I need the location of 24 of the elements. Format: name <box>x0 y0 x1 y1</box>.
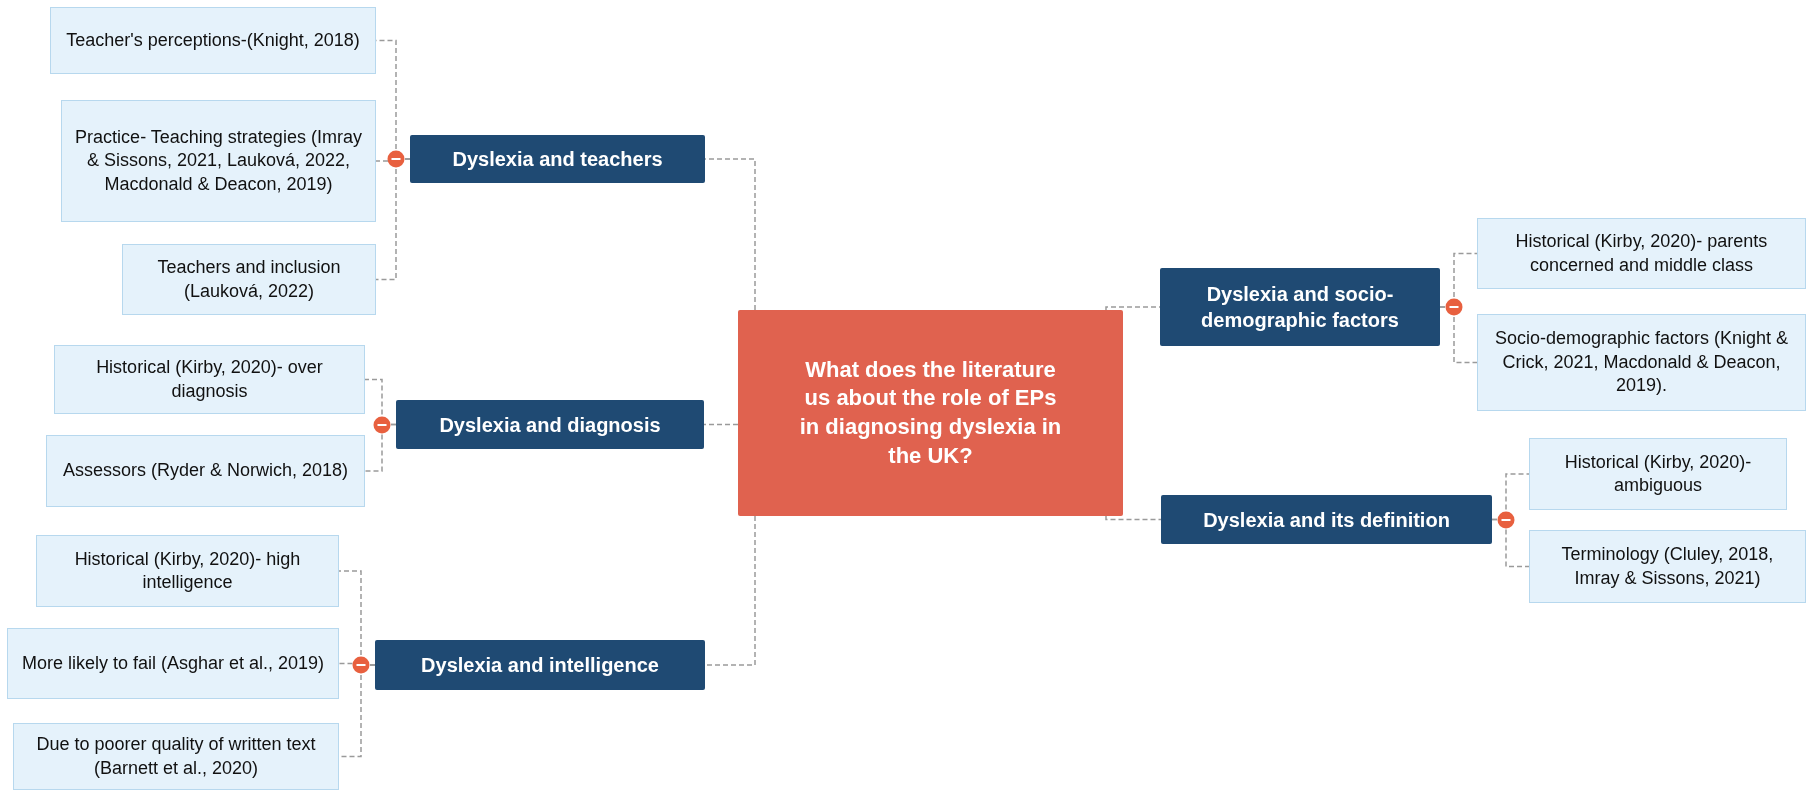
connector-line <box>1439 306 1478 364</box>
connector-line <box>364 423 397 472</box>
connector-line <box>1491 518 1530 568</box>
branch-box: Dyslexia and intelligence <box>375 640 705 690</box>
topic-box: Historical (Kirby, 2020)- ambiguous <box>1529 438 1787 510</box>
topic-box: Due to poorer quality of written text (Barnett et al., 2020) <box>13 723 339 790</box>
topic-box: Teacher's perceptions-(Knight, 2018) <box>50 7 376 74</box>
topic-box: Historical (Kirby, 2020)- high intelligence <box>36 535 339 607</box>
topic-box: Terminology (Cluley, 2018, Imray & Sissons, 2021) <box>1529 530 1806 603</box>
connector-line <box>704 515 756 666</box>
topic-box: Historical (Kirby, 2020)- parents concerned and middle class <box>1477 218 1806 289</box>
branch-box: Dyslexia and teachers <box>410 135 705 183</box>
branch-box: Dyslexia and its definition <box>1161 495 1492 544</box>
topic-box: Historical (Kirby, 2020)- over diagnosis <box>54 345 365 414</box>
branch-box: Dyslexia and socio-demographic factors <box>1160 268 1440 346</box>
connector-line <box>1105 515 1162 521</box>
topic-box: Practice- Teaching strategies (Imray & Sissons, 2021, Lauková, 2022, Macdonald & Deacon, 2019) <box>61 100 376 222</box>
branch-box: Dyslexia and diagnosis <box>396 400 704 449</box>
topic-box: Teachers and inclusion (Lauková, 2022) <box>122 244 376 315</box>
topic-box: Assessors (Ryder & Norwich, 2018) <box>46 435 365 507</box>
connector-line <box>703 423 739 426</box>
topic-box: More likely to fail (Asghar et al., 2019) <box>7 628 339 699</box>
central-topic-box: What does the literature us about the role of EPs in diagnosing dyslexia in the UK? <box>738 310 1123 516</box>
topic-box: Socio-demographic factors (Knight & Crick, 2021, Macdonald & Deacon, 2019). <box>1477 314 1806 411</box>
